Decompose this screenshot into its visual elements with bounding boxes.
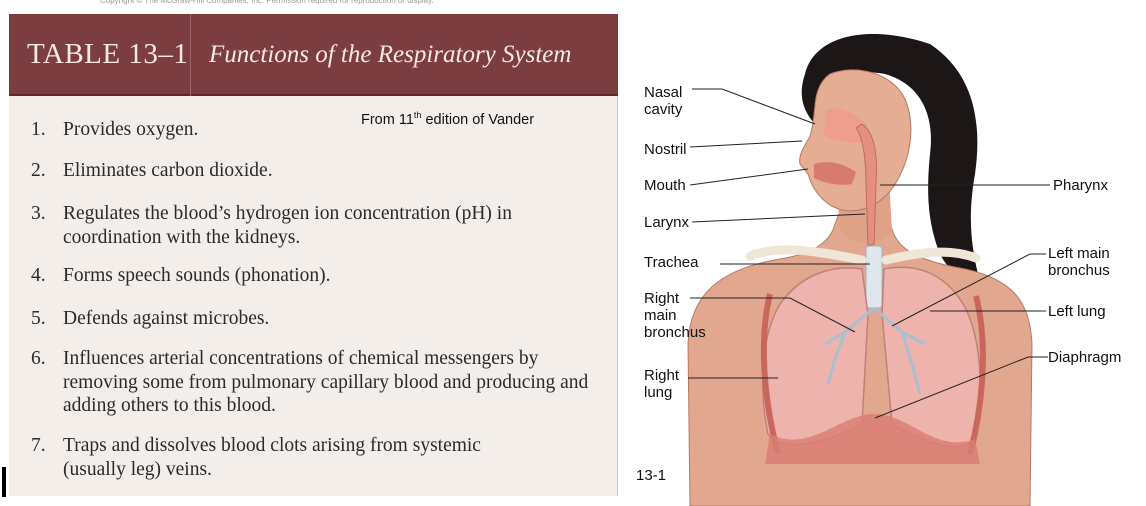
rib-left: [760, 293, 781, 455]
rib-right: [967, 295, 986, 455]
table-title: Functions of the Respiratory System: [209, 41, 572, 68]
function-number: 6.: [31, 348, 46, 369]
label-trachea: Trachea: [644, 254, 699, 271]
function-text: Eliminates carbon dioxide.: [63, 160, 273, 181]
label-nasal-cavity: Nasal cavity: [644, 84, 683, 118]
clavicle-left: [745, 245, 867, 265]
nasal-cavity-shape: [824, 108, 870, 143]
leader-nostril: [689, 140, 803, 148]
edge-bar: [2, 467, 6, 497]
function-number: 5.: [31, 308, 46, 329]
mouth-shape: [814, 162, 856, 185]
function-text: Forms speech sounds (phonation).: [63, 265, 331, 286]
bronchial-tree: [824, 306, 926, 395]
label-nostril: Nostril: [644, 141, 687, 158]
function-number: 4.: [31, 265, 46, 286]
function-text: Influences arterial concentrations of ch…: [63, 348, 589, 416]
label-larynx: Larynx: [644, 214, 690, 231]
respiratory-anatomy-figure: Nasal cavity Nostril Mouth Larynx Trache…: [630, 14, 1146, 506]
function-item-5: 5. Defends against microbes.: [31, 307, 616, 331]
function-text: Regulates the blood’s hydrogen ion conce…: [63, 203, 512, 248]
label-left-main-bronchus: Left main bronchus: [1048, 245, 1110, 279]
source-note-prefix: From 11: [361, 111, 414, 128]
function-text: Defends against microbes.: [63, 308, 270, 329]
function-item-6: 6. Influences arterial concentrations of…: [31, 347, 616, 418]
leader-right-main-bronchus: [690, 297, 856, 333]
source-note-suffix: edition of Vander: [421, 111, 535, 128]
leader-diaphragm: [874, 356, 1048, 419]
clavicle-right: [881, 247, 981, 265]
label-diaphragm: Diaphragm: [1048, 349, 1122, 366]
leader-lines: [688, 88, 1050, 419]
hair-shape: [801, 34, 980, 283]
figure-number: 13-1: [636, 467, 667, 484]
leader-nasal-cavity: [692, 88, 816, 125]
label-left-lung: Left lung: [1048, 303, 1106, 320]
function-item-4: 4. Forms speech sounds (phonation).: [31, 264, 616, 288]
trachea-shape: [865, 245, 883, 309]
function-text: Provides oxygen.: [63, 119, 199, 140]
label-right-lung: Right lung: [644, 367, 680, 401]
leader-larynx: [691, 213, 866, 223]
header-divider: [190, 14, 191, 96]
function-item-7: 7. Traps and dissolves blood clots arisi…: [31, 434, 616, 481]
function-number: 3.: [31, 203, 46, 224]
label-right-main-bronchus: Right main bronchus: [644, 290, 706, 341]
label-mouth: Mouth: [644, 177, 686, 194]
copyright-line: Copyright © The McGraw-Hill Companies, I…: [100, 0, 434, 5]
table-number: TABLE 13–1: [27, 38, 189, 70]
function-number: 7.: [31, 435, 46, 456]
airway-tube: [855, 123, 877, 247]
function-item-3: 3. Regulates the blood’s hydrogen ion co…: [31, 202, 616, 249]
diaphragm-shape: [765, 414, 980, 464]
function-item-1: 1. Provides oxygen.: [31, 118, 616, 142]
leader-left-main-bronchus: [891, 253, 1046, 327]
function-number: 1.: [31, 119, 46, 140]
source-note: From 11th edition of Vander: [361, 110, 534, 128]
function-item-2: 2. Eliminates carbon dioxide.: [31, 159, 616, 183]
anatomy-illustration: [687, 34, 1050, 506]
label-pharynx: Pharynx: [1053, 177, 1109, 194]
functions-table: TABLE 13–1 Functions of the Respiratory …: [9, 14, 618, 496]
table-header: TABLE 13–1 Functions of the Respiratory …: [9, 14, 618, 96]
source-note-sup: th: [413, 110, 422, 120]
function-number: 2.: [31, 160, 46, 181]
function-text: Traps and dissolves blood clots arising …: [63, 435, 481, 480]
leader-mouth: [689, 168, 809, 186]
